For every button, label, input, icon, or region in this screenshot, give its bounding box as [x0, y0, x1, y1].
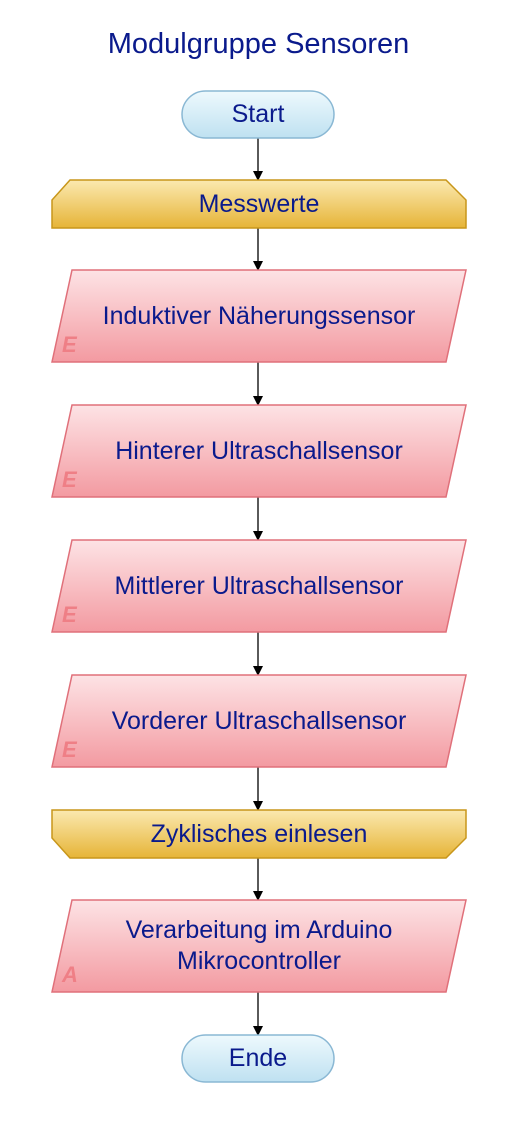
input-tag-3: E [62, 602, 77, 627]
output-shape [51, 899, 467, 993]
diagram-title: Modulgruppe Sensoren [107, 28, 410, 60]
input-shape-2 [51, 404, 467, 498]
loop-start-shape [51, 179, 467, 229]
output-label-line2: Mikrocontroller [177, 947, 341, 975]
loop-end-label: Zyklisches einlesen [150, 819, 368, 848]
input-label-1: Induktiver Näherungssensor [102, 301, 416, 330]
input-tag-2: E [62, 467, 77, 492]
input-shape-4 [51, 674, 467, 768]
input-label-3: Mittlerer Ultraschallsensor [114, 571, 404, 600]
end-label: Ende [228, 1044, 288, 1072]
start-terminal [181, 90, 335, 139]
input-label-2: Hinterer Ultraschallsensor [115, 436, 403, 465]
input-shape-3 [51, 539, 467, 633]
loop-end-shape [51, 809, 467, 859]
input-tag-1: E [62, 332, 77, 357]
output-label-line1: Verarbeitung im Arduino [125, 916, 393, 944]
loop-start-label: Messwerte [198, 189, 320, 218]
input-shape-1 [51, 269, 467, 363]
input-tag-4: E [62, 737, 77, 762]
start-label: Start [231, 100, 285, 128]
input-label-4: Vorderer Ultraschallsensor [111, 706, 407, 735]
output-label: Verarbeitung im Arduino Mikrocontroller [52, 900, 466, 992]
output-tag: A [62, 962, 78, 987]
end-terminal [181, 1034, 335, 1083]
